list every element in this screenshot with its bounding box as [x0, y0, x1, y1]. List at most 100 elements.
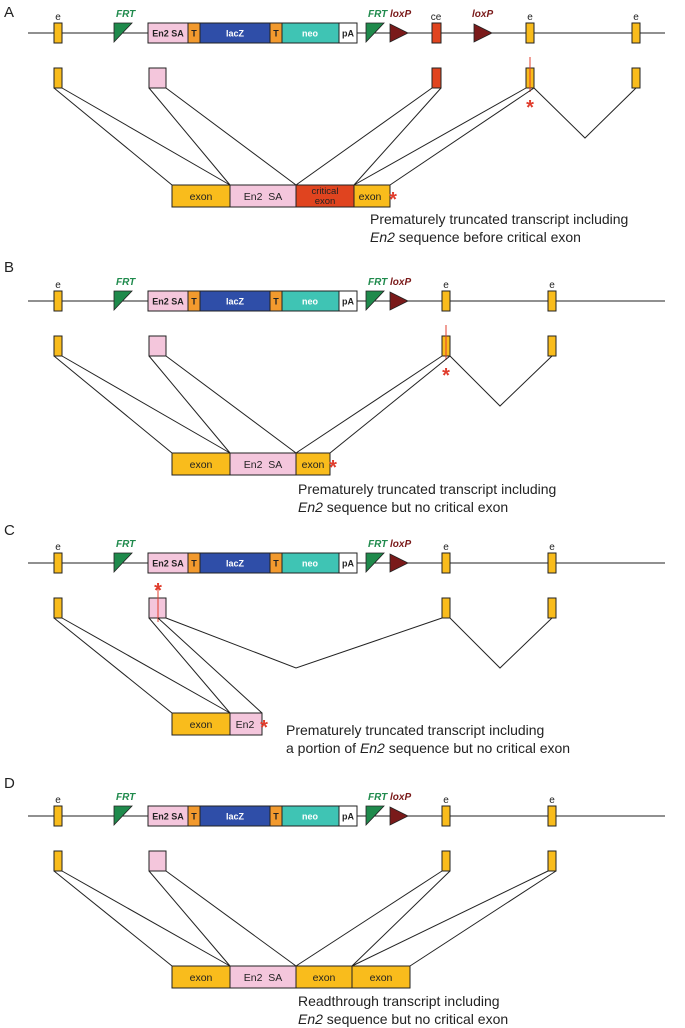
exon-piece: [547, 335, 557, 357]
cassette: En2 SA T lacZ T neo pA: [147, 22, 358, 44]
transcript-exon-label: exon: [190, 972, 213, 984]
exon-box: [53, 290, 63, 312]
stop-codon-icon: *: [389, 189, 397, 211]
splice-connector: [165, 617, 443, 669]
frt-site-icon: [365, 290, 385, 312]
critical-exon-box: [431, 22, 442, 44]
exon-label: e: [443, 542, 449, 553]
panel-d: D e FRT En2 SA T lacZ T neo pA FRT loxP …: [4, 775, 665, 1027]
caption-line-2: a portion of En2 sequence but no critica…: [286, 740, 570, 756]
loxp-site-icon: [389, 806, 409, 826]
neo-label: neo: [302, 559, 319, 569]
stop-codon-icon: *: [154, 580, 162, 602]
exon-label: e: [55, 280, 61, 291]
exon-piece: [53, 335, 63, 357]
transcript-exon-label: exon: [370, 972, 393, 984]
frt-label: FRT: [116, 792, 136, 803]
exon-label: e: [55, 12, 61, 23]
transcript-en2-label: En2: [236, 719, 255, 731]
exon-piece: [631, 67, 641, 89]
exon-piece: [547, 850, 557, 872]
t-label: T: [191, 29, 197, 39]
caption-rest: sequence but no critical exon: [323, 1011, 508, 1027]
splice-connector: [449, 617, 553, 669]
frt-site-icon: [113, 552, 133, 574]
exon-label: e: [633, 12, 639, 23]
exon-label: e: [549, 542, 555, 553]
exon-box: [53, 552, 63, 574]
lacz-label: lacZ: [226, 297, 245, 307]
t-label: T: [273, 812, 279, 822]
caption-italic: En2: [370, 229, 395, 245]
en2sa-piece: [148, 850, 167, 872]
caption-rest: sequence but no critical exon: [385, 740, 570, 756]
exon-box: [441, 805, 451, 827]
t-label: T: [273, 29, 279, 39]
stop-codon-icon: *: [260, 717, 268, 739]
transcript-en2sa-label: En2 SA: [244, 972, 283, 984]
exon-label: e: [549, 795, 555, 806]
loxp-site-icon: [389, 553, 409, 573]
caption-rest: sequence but no critical exon: [323, 499, 508, 515]
loxp-site-icon: [389, 291, 409, 311]
splice-lines: [53, 870, 557, 967]
transcript-exon: [353, 184, 391, 208]
caption-line-2: En2 sequence but no critical exon: [298, 499, 508, 515]
caption-line-2: En2 sequence but no critical exon: [298, 1011, 508, 1027]
exon-box: [53, 22, 63, 44]
en2sa-label: En2 SA: [152, 559, 184, 569]
frt-site-icon: [365, 552, 385, 574]
neo-label: neo: [302, 297, 319, 307]
neo-label: neo: [302, 812, 319, 822]
transcript-exon-label: exon: [359, 191, 382, 203]
en2sa-label: En2 SA: [152, 29, 184, 39]
frt-site-icon: [365, 22, 385, 44]
loxp-label: loxP: [390, 539, 411, 550]
exon-label: e: [55, 542, 61, 553]
cassette: En2 SA T lacZ T neo pA: [147, 552, 358, 574]
panel-letter: C: [4, 522, 15, 539]
frt-label: FRT: [116, 277, 136, 288]
panel-letter: A: [4, 4, 14, 21]
frt-label: FRT: [116, 539, 136, 550]
t-label: T: [191, 559, 197, 569]
en2sa-piece: [148, 67, 167, 89]
exon-box: [547, 552, 557, 574]
frt-label: FRT: [368, 9, 388, 20]
exon-label: e: [527, 12, 533, 23]
splice-lines: [53, 355, 451, 454]
loxp-label: loxP: [390, 277, 411, 288]
cassette: En2 SA T lacZ T neo pA: [147, 290, 358, 312]
pa-label: pA: [342, 812, 354, 822]
lacz-label: lacZ: [226, 559, 245, 569]
panel-letter: D: [4, 775, 15, 792]
t-label: T: [191, 297, 197, 307]
transcript-critical-label-2: exon: [315, 196, 336, 207]
t-label: T: [273, 297, 279, 307]
exon-box: [631, 22, 641, 44]
critical-exon-piece: [431, 67, 442, 89]
frt-site-icon: [113, 290, 133, 312]
exon-piece: [441, 850, 451, 872]
frt-label: FRT: [116, 9, 136, 20]
transcript-exon-label: exon: [190, 719, 213, 731]
loxp-label: loxP: [390, 9, 411, 20]
en2sa-piece: [148, 335, 167, 357]
exon-box: [53, 805, 63, 827]
transcript-exon-label: exon: [190, 459, 213, 471]
splice-connector: [449, 355, 553, 407]
exon-box: [547, 290, 557, 312]
caption-italic: En2: [298, 499, 323, 515]
stop-codon-icon: *: [329, 457, 337, 479]
splice-lines: [53, 87, 535, 186]
t-label: T: [273, 559, 279, 569]
frt-label: FRT: [368, 277, 388, 288]
caption-rest: sequence before critical exon: [395, 229, 581, 245]
neo-label: neo: [302, 29, 319, 39]
panel-b: B e FRT En2 SA T lacZ T neo pA FRT loxP …: [4, 259, 665, 515]
exon-label: e: [443, 280, 449, 291]
transcript-exon: [351, 965, 411, 989]
exon-label: e: [55, 795, 61, 806]
pa-label: pA: [342, 559, 354, 569]
